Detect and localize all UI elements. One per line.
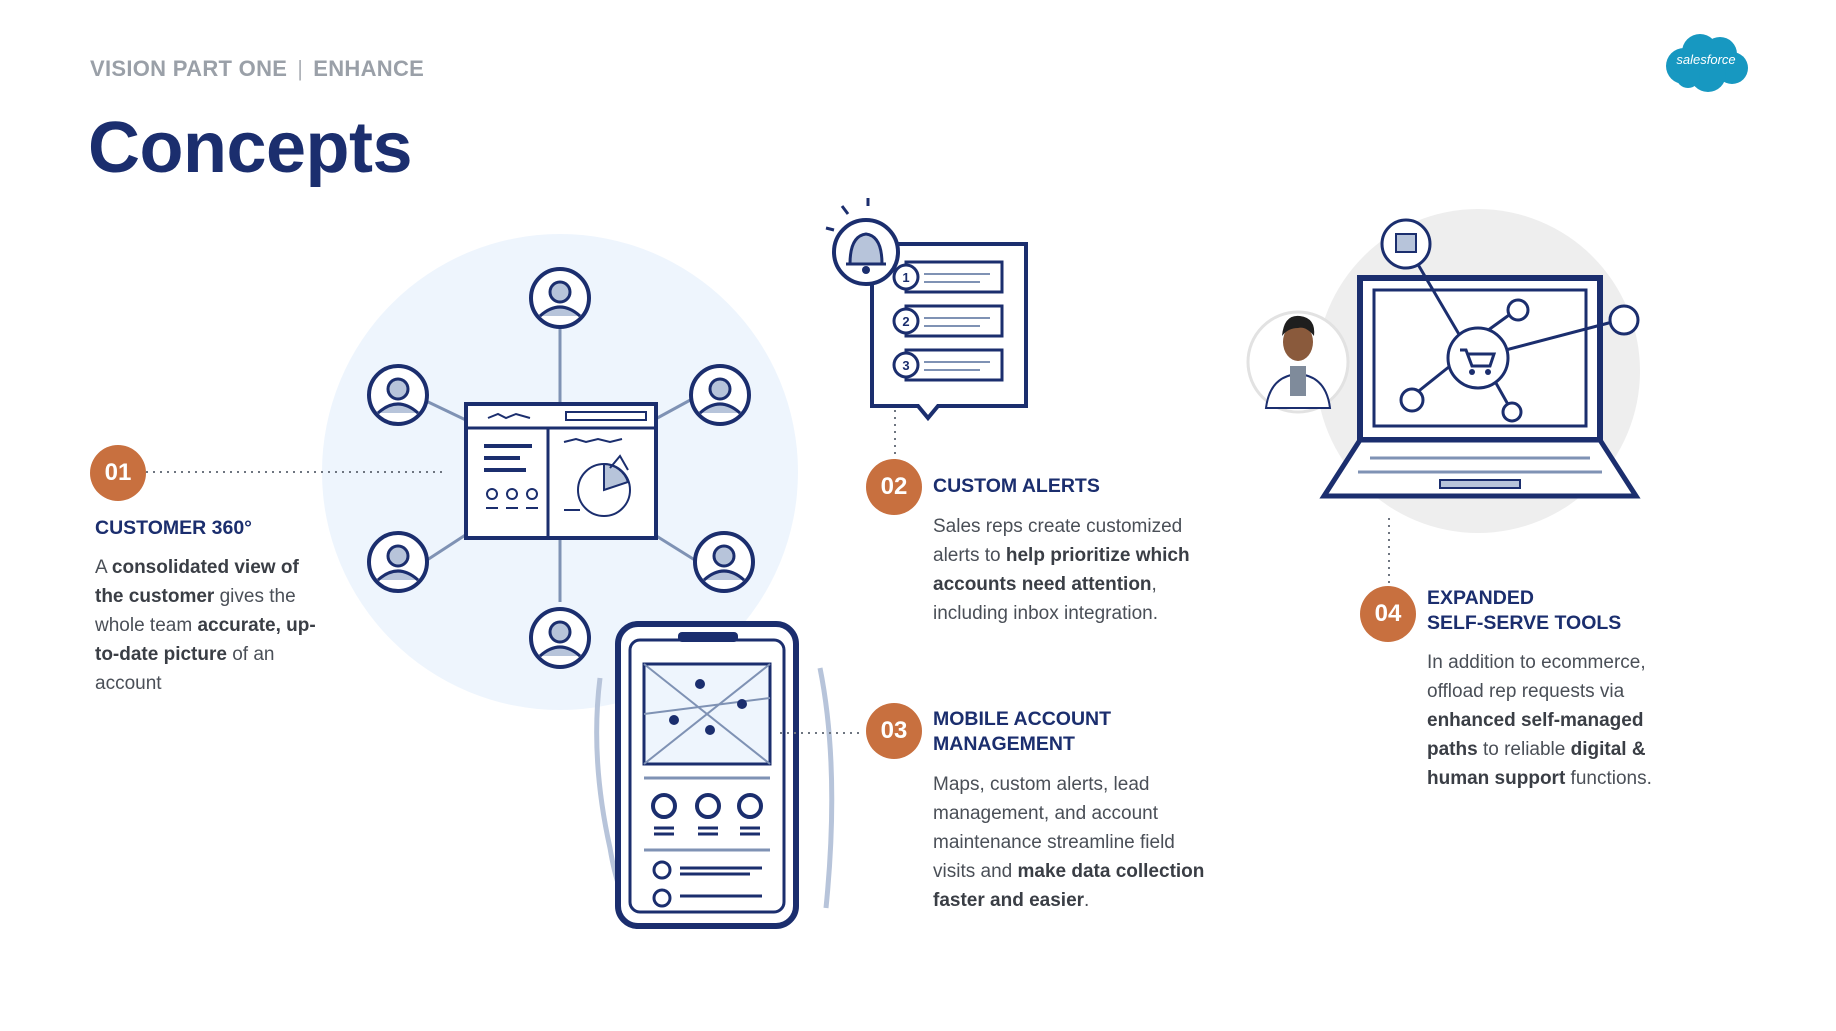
eyebrow-separator: | bbox=[297, 56, 304, 81]
connector-04 bbox=[1388, 518, 1390, 584]
concept-03-title-line2: MANAGEMENT bbox=[933, 733, 1075, 755]
salesforce-logo: salesforce bbox=[1662, 30, 1750, 96]
concept-02-body: Sales reps create customized alerts to h… bbox=[933, 512, 1213, 628]
page-title: Concepts bbox=[88, 108, 413, 188]
logo-text: salesforce bbox=[1676, 52, 1736, 67]
concept-01-body: A consolidated view of the customer give… bbox=[95, 553, 320, 698]
concept-03-badge: 03 bbox=[866, 703, 922, 759]
eyebrow: VISION PART ONE | ENHANCE bbox=[90, 56, 424, 82]
cloud-icon bbox=[1666, 34, 1748, 92]
laptop-cart-icon bbox=[1246, 209, 1641, 533]
concept-04-badge: 04 bbox=[1360, 586, 1416, 642]
concept-04-title-line1: EXPANDED bbox=[1427, 587, 1534, 609]
concept-04-title-line2: SELF-SERVE TOOLS bbox=[1427, 612, 1622, 634]
concept-1-body-run: gives the whole team bbox=[95, 586, 296, 636]
connector-02 bbox=[894, 410, 896, 462]
concept-02-badge: 02 bbox=[866, 459, 922, 515]
mobile-phone-map-icon bbox=[594, 621, 835, 929]
connector-01 bbox=[146, 471, 442, 473]
concept-3-body-run: . bbox=[1084, 890, 1090, 911]
concept-4-body-run: functions. bbox=[1565, 768, 1652, 789]
concept-03-title: MOBILE ACCOUNT MANAGEMENT bbox=[933, 707, 1111, 757]
bell-alerts-icon: 1 2 3 bbox=[825, 198, 1028, 422]
concept-2-body-run: , including inbox integration. bbox=[933, 574, 1158, 624]
eyebrow-section: VISION PART ONE bbox=[90, 56, 288, 81]
concept-1-body-run: accurate, up-to-date picture bbox=[95, 615, 316, 665]
concept-1-body-run: A bbox=[95, 557, 112, 578]
concept-1-body-run: of an account bbox=[95, 644, 275, 694]
concept-4-body-run: enhanced self-managed paths bbox=[1427, 710, 1644, 760]
concept-01-badge: 01 bbox=[90, 445, 146, 501]
concept-02-title: CUSTOM ALERTS bbox=[933, 475, 1100, 497]
concept-4-body-run: In addition to ecommerce, offload rep re… bbox=[1427, 652, 1646, 702]
connector-03 bbox=[780, 732, 862, 734]
concept-2-body-run: Sales reps create customized alerts to bbox=[933, 516, 1183, 566]
eyebrow-subsection: ENHANCE bbox=[313, 56, 425, 81]
concept-3-body-run: make data collection faster and easier bbox=[933, 861, 1205, 911]
network-dashboard-icon bbox=[322, 234, 798, 710]
concept-4-body-run: to reliable bbox=[1477, 739, 1571, 760]
svg-text:3: 3 bbox=[902, 358, 909, 373]
concept-1-body-run: consolidated view of the customer bbox=[95, 557, 299, 607]
concept-03-title-line1: MOBILE ACCOUNT bbox=[933, 708, 1112, 730]
concept-04-body: In addition to ecommerce, offload rep re… bbox=[1427, 648, 1687, 793]
concept-3-body-run: Maps, custom alerts, lead management, an… bbox=[933, 774, 1175, 882]
concept-01-title: CUSTOMER 360° bbox=[95, 517, 252, 539]
concept-04-title: EXPANDED SELF-SERVE TOOLS bbox=[1427, 586, 1621, 636]
concept-03-body: Maps, custom alerts, lead management, an… bbox=[933, 770, 1208, 915]
svg-text:1: 1 bbox=[902, 270, 909, 285]
concept-2-body-run: help prioritize which accounts need atte… bbox=[933, 545, 1190, 595]
svg-text:2: 2 bbox=[902, 314, 909, 329]
concept-4-body-run: digital & human support bbox=[1427, 739, 1646, 789]
